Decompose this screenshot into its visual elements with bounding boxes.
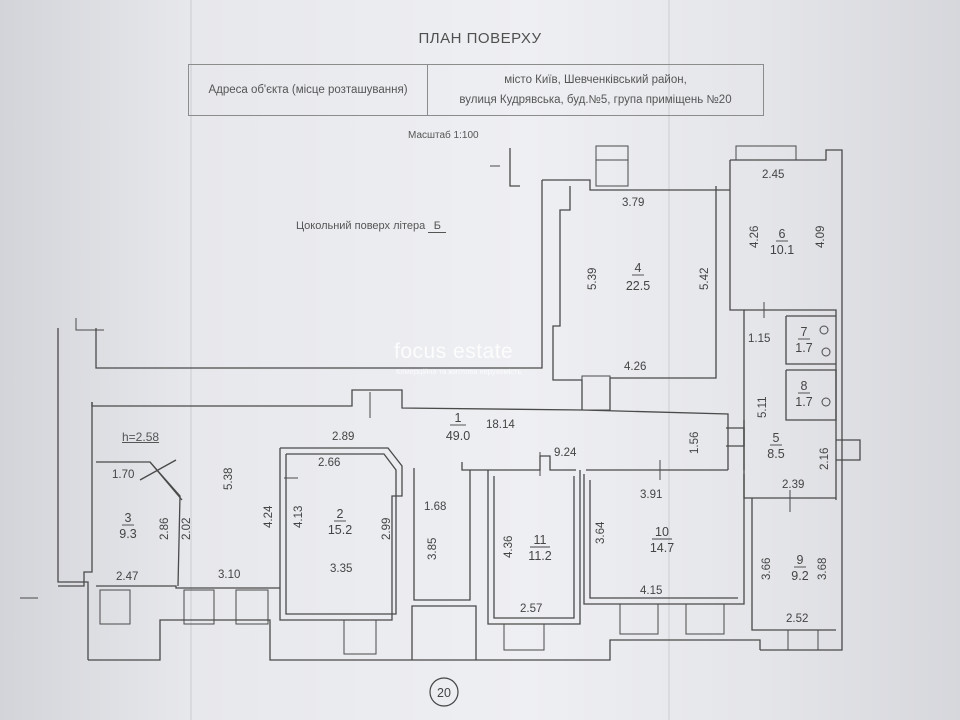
room-2-number: 2 — [337, 507, 344, 521]
room-2-area: 15.2 — [328, 523, 352, 537]
dim-r10-left: 3.64 — [595, 521, 607, 544]
room-1-area: 49.0 — [446, 429, 470, 443]
address-line-1: місто Київ, Шевченківський район, — [504, 74, 687, 86]
dim-corridor-right: 1.56 — [689, 432, 701, 454]
watermark-tagline: Комерційна та житлова нерухомість — [396, 367, 522, 376]
scale-label: Масштаб 1:100 — [408, 130, 479, 141]
room-9-number: 9 — [797, 553, 804, 567]
dim-r2-left-outer: 4.24 — [263, 505, 275, 528]
dim-r5-bottom: 2.39 — [782, 479, 804, 491]
dim-corridor-top: 18.14 — [486, 419, 515, 431]
sheet-number-circle — [429, 677, 459, 707]
room-4-area: 22.5 — [626, 279, 650, 293]
floor-label: Цокольний поверх літера Б — [296, 220, 447, 233]
dim-r2-inner-top: 2.66 — [318, 457, 340, 469]
dim-r6-right: 4.09 — [815, 226, 827, 248]
room-3-area: 9.3 — [119, 527, 136, 541]
dim-r3-inner: 2.86 — [159, 518, 171, 540]
dim-r3-top: 1.70 — [112, 469, 134, 481]
sheet-number: 20 — [437, 686, 451, 700]
dim-r4-bottom: 4.26 — [624, 361, 646, 373]
room-4-number: 4 — [635, 261, 642, 275]
room-10-area: 14.7 — [650, 541, 674, 555]
dim-passage-h: 3.85 — [427, 538, 439, 560]
dim-r11-left: 4.36 — [503, 536, 515, 558]
dim-hall-h: 5.38 — [223, 468, 235, 490]
room-8-area: 1.7 — [795, 395, 812, 409]
room-9-area: 9.2 — [791, 569, 808, 583]
room-7-area: 1.7 — [795, 341, 812, 355]
room-number-underlines — [122, 240, 810, 568]
dim-r11-bottom: 2.57 — [520, 603, 542, 615]
dim-r5-left: 5.11 — [757, 396, 769, 418]
page-title: ПЛАН ПОВЕРХУ — [418, 30, 542, 47]
room-7-number: 7 — [801, 325, 808, 339]
dim-r6-left: 4.26 — [749, 226, 761, 248]
dim-r6-top: 2.45 — [762, 169, 784, 181]
floor-letter: Б — [428, 220, 447, 233]
dimension-labels: 3.79 5.39 5.42 4.26 2.45 4.26 4.09 1.15 … — [112, 169, 831, 625]
room-11-number: 11 — [534, 533, 547, 547]
dim-r4-right: 5.42 — [699, 268, 711, 290]
dim-r2-right: 2.99 — [381, 518, 393, 540]
room-5-number: 5 — [773, 431, 780, 445]
dim-r5-right: 2.16 — [819, 448, 831, 470]
dim-r10-bottom: 4.15 — [640, 585, 662, 597]
walls — [57, 148, 861, 661]
address-table: Адреса об'єкта (місце розташування) міст… — [188, 64, 764, 116]
windows — [20, 145, 831, 655]
dim-r10-top: 3.91 — [640, 489, 662, 501]
room-5-area: 8.5 — [767, 447, 784, 461]
ceiling-height: h=2.58 — [122, 430, 160, 444]
dim-r9-left: 3.66 — [761, 558, 773, 580]
room-1-number: 1 — [455, 411, 462, 425]
address-label: Адреса об'єкта (місце розташування) — [189, 65, 428, 115]
dim-hall-bottom: 3.10 — [218, 569, 240, 581]
dim-r2-top: 2.89 — [332, 431, 354, 443]
room-labels: 1 49.0 2 15.2 3 9.3 4 22.5 5 8.5 6 10.1 … — [119, 227, 812, 583]
dim-r2-bottom: 3.35 — [330, 563, 352, 575]
floor-label-text: Цокольний поверх літера — [296, 220, 426, 232]
address-line-2: вулиця Кудрявська, буд.№5, група приміще… — [459, 94, 732, 106]
room-6-area: 10.1 — [770, 243, 794, 257]
dim-r2-left: 4.13 — [293, 506, 305, 528]
room-8-number: 8 — [801, 379, 808, 393]
dim-corridor-mid: 9.24 — [554, 447, 577, 459]
watermark-brand: focus estate — [394, 340, 514, 363]
dim-r4-left: 5.39 — [587, 268, 599, 290]
dim-r3-a: 2.02 — [181, 518, 193, 540]
room-6-number: 6 — [779, 227, 786, 241]
address-value: місто Київ, Шевченківський район, вулиця… — [428, 65, 763, 115]
dim-r7-left: 1.15 — [748, 333, 770, 345]
dim-r9-bottom: 2.52 — [786, 613, 808, 625]
room-10-number: 10 — [655, 525, 669, 539]
dim-r3-bottom: 2.47 — [116, 571, 138, 583]
paper-fold — [190, 0, 192, 720]
paper-fold — [668, 0, 670, 720]
room-11-area: 11.2 — [528, 549, 551, 563]
dim-passage-w: 1.68 — [424, 501, 446, 513]
dim-r4-top: 3.79 — [622, 197, 644, 209]
room-3-number: 3 — [125, 511, 132, 525]
dim-r9-right: 3.68 — [817, 558, 829, 580]
